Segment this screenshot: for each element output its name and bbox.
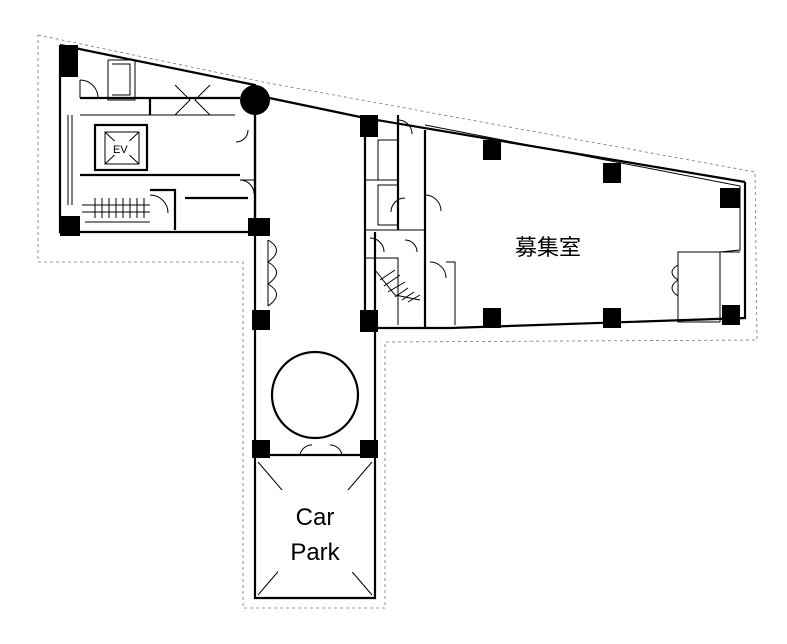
exterior-walls bbox=[58, 43, 747, 600]
column bbox=[722, 305, 740, 325]
left-wing-interior: EV bbox=[67, 59, 255, 230]
corridor-features bbox=[267, 239, 360, 456]
round-lobby bbox=[270, 350, 360, 440]
car-park-label-line2: Park bbox=[290, 539, 340, 566]
column bbox=[360, 440, 378, 458]
column bbox=[603, 308, 621, 328]
round-column bbox=[240, 85, 270, 115]
column bbox=[720, 188, 740, 208]
column bbox=[483, 140, 501, 160]
column bbox=[360, 115, 378, 137]
vacant-room-label: 募集室 bbox=[515, 235, 581, 260]
elevator-label: EV bbox=[113, 144, 128, 156]
column bbox=[252, 440, 270, 458]
structural-columns bbox=[60, 45, 740, 458]
site-boundary bbox=[37, 34, 758, 609]
column bbox=[248, 218, 270, 236]
car-park-label-line1: Car bbox=[296, 504, 335, 531]
column bbox=[360, 310, 378, 332]
car-park-bay bbox=[257, 461, 373, 596]
service-core bbox=[365, 115, 456, 328]
column bbox=[60, 216, 80, 236]
elevator-shaft bbox=[93, 123, 149, 172]
column bbox=[483, 308, 501, 328]
column bbox=[60, 45, 78, 77]
column bbox=[603, 163, 621, 183]
stair-left bbox=[82, 198, 150, 223]
east-features bbox=[671, 251, 740, 323]
stair-core bbox=[365, 257, 421, 325]
column bbox=[252, 310, 270, 330]
